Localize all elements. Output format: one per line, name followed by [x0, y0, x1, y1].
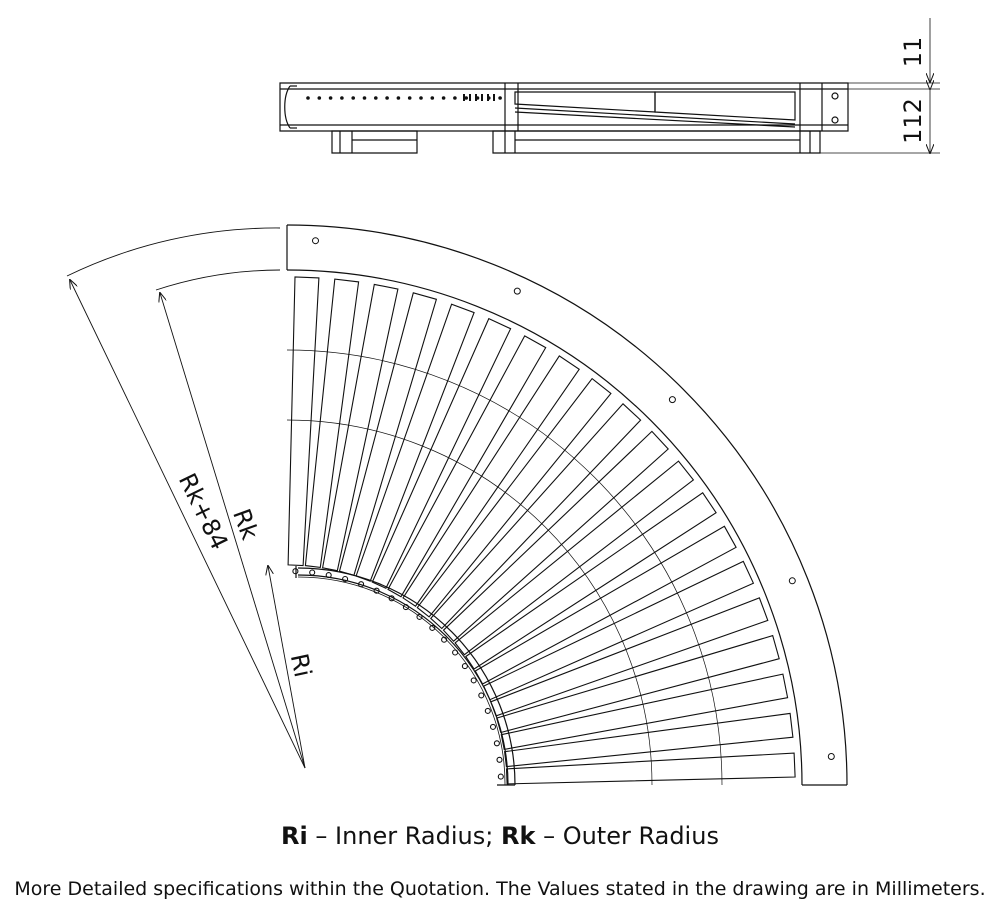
side-hole	[498, 96, 502, 100]
roller-axle	[416, 613, 423, 620]
roller	[465, 492, 717, 670]
side-hole	[419, 96, 423, 100]
side-view	[280, 18, 940, 153]
roller-axle	[470, 677, 477, 684]
roller	[371, 317, 512, 590]
roller-axle	[493, 740, 500, 747]
side-slot	[469, 94, 471, 101]
side-slot	[493, 94, 495, 101]
roller-axle	[325, 572, 332, 579]
radius-dimensions	[67, 228, 305, 768]
roller-axle	[489, 723, 497, 730]
side-hole	[385, 96, 389, 100]
roller	[442, 430, 669, 642]
side-slot	[475, 94, 477, 101]
side-hole	[362, 96, 367, 100]
roller	[474, 525, 737, 685]
legend-ri-text: – Inner Radius;	[307, 822, 501, 850]
legend-rk-abbr: Rk	[500, 822, 536, 850]
side-hole	[328, 96, 333, 100]
roller	[503, 712, 794, 768]
side-view-holes	[306, 94, 502, 101]
roller-division	[287, 350, 722, 785]
roller	[416, 377, 612, 618]
side-hole	[306, 96, 310, 100]
roller-axle	[388, 595, 395, 602]
roller	[454, 460, 695, 656]
label-ri: Ri	[285, 651, 317, 680]
side-hole	[317, 96, 322, 100]
roller	[505, 752, 796, 785]
roller-axle	[452, 649, 459, 656]
dim-11-label: 11	[899, 37, 927, 68]
bolt	[827, 753, 835, 760]
rollers	[287, 276, 796, 785]
roller	[490, 597, 769, 717]
side-hole	[441, 96, 446, 100]
roller-axle	[461, 663, 468, 670]
plan-view	[287, 225, 847, 785]
side-hole	[430, 96, 435, 100]
roller	[321, 283, 399, 572]
bolt	[312, 237, 319, 245]
roller-axle	[402, 604, 409, 611]
side-slot	[487, 94, 489, 101]
roller-axle	[429, 624, 436, 631]
side-hole	[396, 96, 401, 100]
side-slot	[463, 94, 465, 101]
roller-axle	[358, 581, 365, 588]
side-hole	[351, 96, 356, 100]
side-hole	[453, 96, 457, 100]
roller	[500, 673, 789, 751]
conveyor-drawing: 11 112 Rk+84 Rk Ri	[0, 0, 1000, 800]
frame-bolts	[312, 237, 835, 760]
side-hole	[407, 96, 412, 100]
dim-112-label: 112	[899, 98, 927, 144]
roller	[430, 403, 642, 630]
roller	[304, 278, 360, 569]
radius-legend: Ri – Inner Radius; Rk – Outer Radius	[0, 822, 1000, 850]
roller	[338, 292, 438, 576]
roller-axle	[309, 569, 316, 576]
side-hole	[464, 96, 469, 100]
bolt	[788, 577, 796, 585]
footnote: More Detailed specifications within the …	[14, 878, 986, 900]
roller-axle	[441, 636, 448, 643]
bolt	[513, 287, 521, 295]
roller-axle	[496, 756, 503, 763]
roller	[355, 303, 475, 582]
roller	[287, 276, 320, 567]
roller-axle	[373, 587, 380, 594]
side-slot	[481, 94, 483, 101]
roller	[402, 355, 580, 607]
legend-rk-text: – Outer Radius	[535, 822, 719, 850]
roller	[387, 335, 547, 598]
bolt	[668, 396, 676, 404]
roller-axle	[484, 707, 491, 714]
roller-axle	[292, 568, 299, 575]
roller-axle	[497, 773, 504, 780]
roller-axle	[478, 692, 485, 699]
side-hole	[340, 96, 344, 100]
legend-ri-abbr: Ri	[281, 822, 308, 850]
side-hole	[374, 96, 378, 100]
roller	[482, 560, 755, 701]
roller-division	[287, 420, 652, 785]
roller	[496, 634, 780, 734]
roller-axle	[342, 575, 349, 583]
